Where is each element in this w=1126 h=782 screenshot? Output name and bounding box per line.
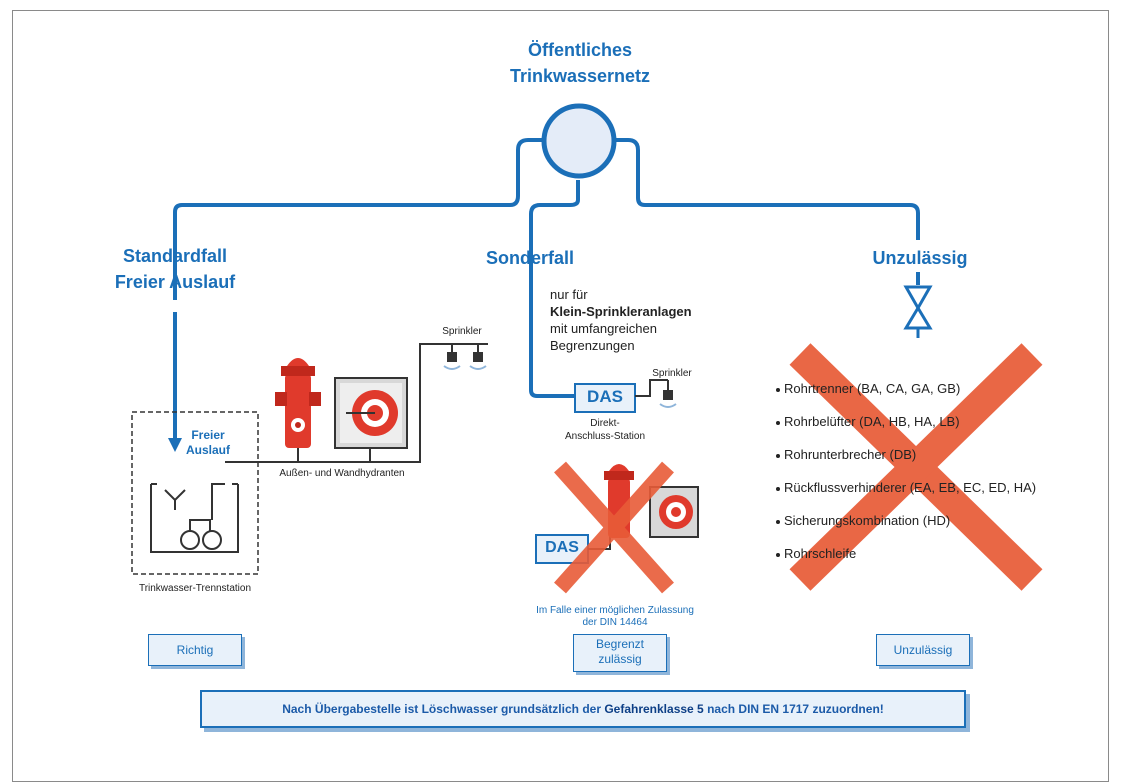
branch-middle-title: Sonderfall xyxy=(485,248,574,268)
admission-line-1: Im Falle einer möglichen Zulassung xyxy=(536,605,694,616)
list-item: Sicherungskombination (HD) xyxy=(776,513,950,528)
sprinkler-label-left: Sprinkler xyxy=(442,326,482,337)
pump-icon xyxy=(202,530,222,550)
note-line-2: Klein-Sprinkleranlagen xyxy=(550,304,692,319)
tag-unzulaessig: Unzulässig xyxy=(876,634,970,666)
admission-line-2: der DIN 14464 xyxy=(582,617,648,628)
sprinkler-icon xyxy=(443,344,461,370)
sprinkler-label-middle: Sprinkler xyxy=(652,368,692,379)
cross-mark-icon xyxy=(554,461,674,594)
branch-left-line-2: Freier Auslauf xyxy=(114,272,236,292)
tag-begrenzt-line-1: Begrenzt xyxy=(595,637,645,651)
pipe-right xyxy=(610,138,920,240)
freier-auslauf-line-2: Auslauf xyxy=(185,443,230,457)
das-box xyxy=(574,383,636,413)
branch-left-line-1: Standardfall xyxy=(122,246,228,266)
notice-banner: Nach Übergabestelle ist Löschwasser grun… xyxy=(200,690,966,728)
das-crossed-label: DAS xyxy=(545,539,579,556)
notice-text-before: Nach Übergabestelle ist Löschwasser grun… xyxy=(282,702,605,716)
hydrant-label: Außen- und Wandhydranten xyxy=(279,468,405,479)
freier-auslauf-line-1: Freier xyxy=(191,428,225,442)
arrow-down-icon xyxy=(168,438,182,452)
notice-text-after: nach DIN EN 1717 zuzuordnen! xyxy=(703,702,884,716)
cross-mark-icon xyxy=(789,343,1043,591)
tank-icon xyxy=(150,343,488,553)
list-item: Rohrtrenner (BA, CA, GA, GB) xyxy=(776,381,960,396)
das-desc-line-2: Anschluss-Station xyxy=(564,431,646,442)
valve-icon xyxy=(903,285,933,330)
list-item: Rohrunterbrecher (DB) xyxy=(776,447,916,462)
header-line-2: Trinkwassernetz xyxy=(509,66,651,86)
network-pipes xyxy=(173,138,920,440)
note-line-4: Begrenzungen xyxy=(550,338,635,353)
das-desc-line-1: Direkt- xyxy=(590,418,620,429)
list-item: Rohrschleife xyxy=(776,546,856,561)
note-line-3: mit umfangreichen xyxy=(550,321,657,336)
notice-text-bold: Gefahrenklasse 5 xyxy=(604,702,704,716)
pipe-middle xyxy=(529,180,580,398)
note-line-1: nur für xyxy=(550,287,588,302)
tag-richtig: Richtig xyxy=(148,634,242,666)
list-item: Rückflussverhinderer (EA, EB, EC, ED, HA… xyxy=(776,480,1036,495)
trennstation-label: Trinkwasser-Trennstation xyxy=(138,583,252,594)
branch-right-title: Unzulässig xyxy=(872,248,968,268)
pump-icon xyxy=(180,530,200,550)
das-label: DAS xyxy=(587,387,623,406)
public-network-node xyxy=(541,103,617,179)
header-line-1: Öffentliches xyxy=(527,40,633,60)
hose-reel-icon xyxy=(334,377,408,449)
hydrant-icon xyxy=(275,358,321,462)
hose-reel-icon xyxy=(649,486,699,538)
pipe-left xyxy=(173,138,548,300)
das-box-crossed xyxy=(535,534,589,564)
sprinkler-icon xyxy=(469,344,487,370)
list-item: Rohrbelüfter (DA, HB, HA, LB) xyxy=(776,414,960,429)
tag-begrenzt-zulaessig: Begrenzt zulässig xyxy=(573,634,667,672)
tag-begrenzt-line-2: zulässig xyxy=(598,652,642,666)
sprinkler-icon xyxy=(659,380,677,408)
